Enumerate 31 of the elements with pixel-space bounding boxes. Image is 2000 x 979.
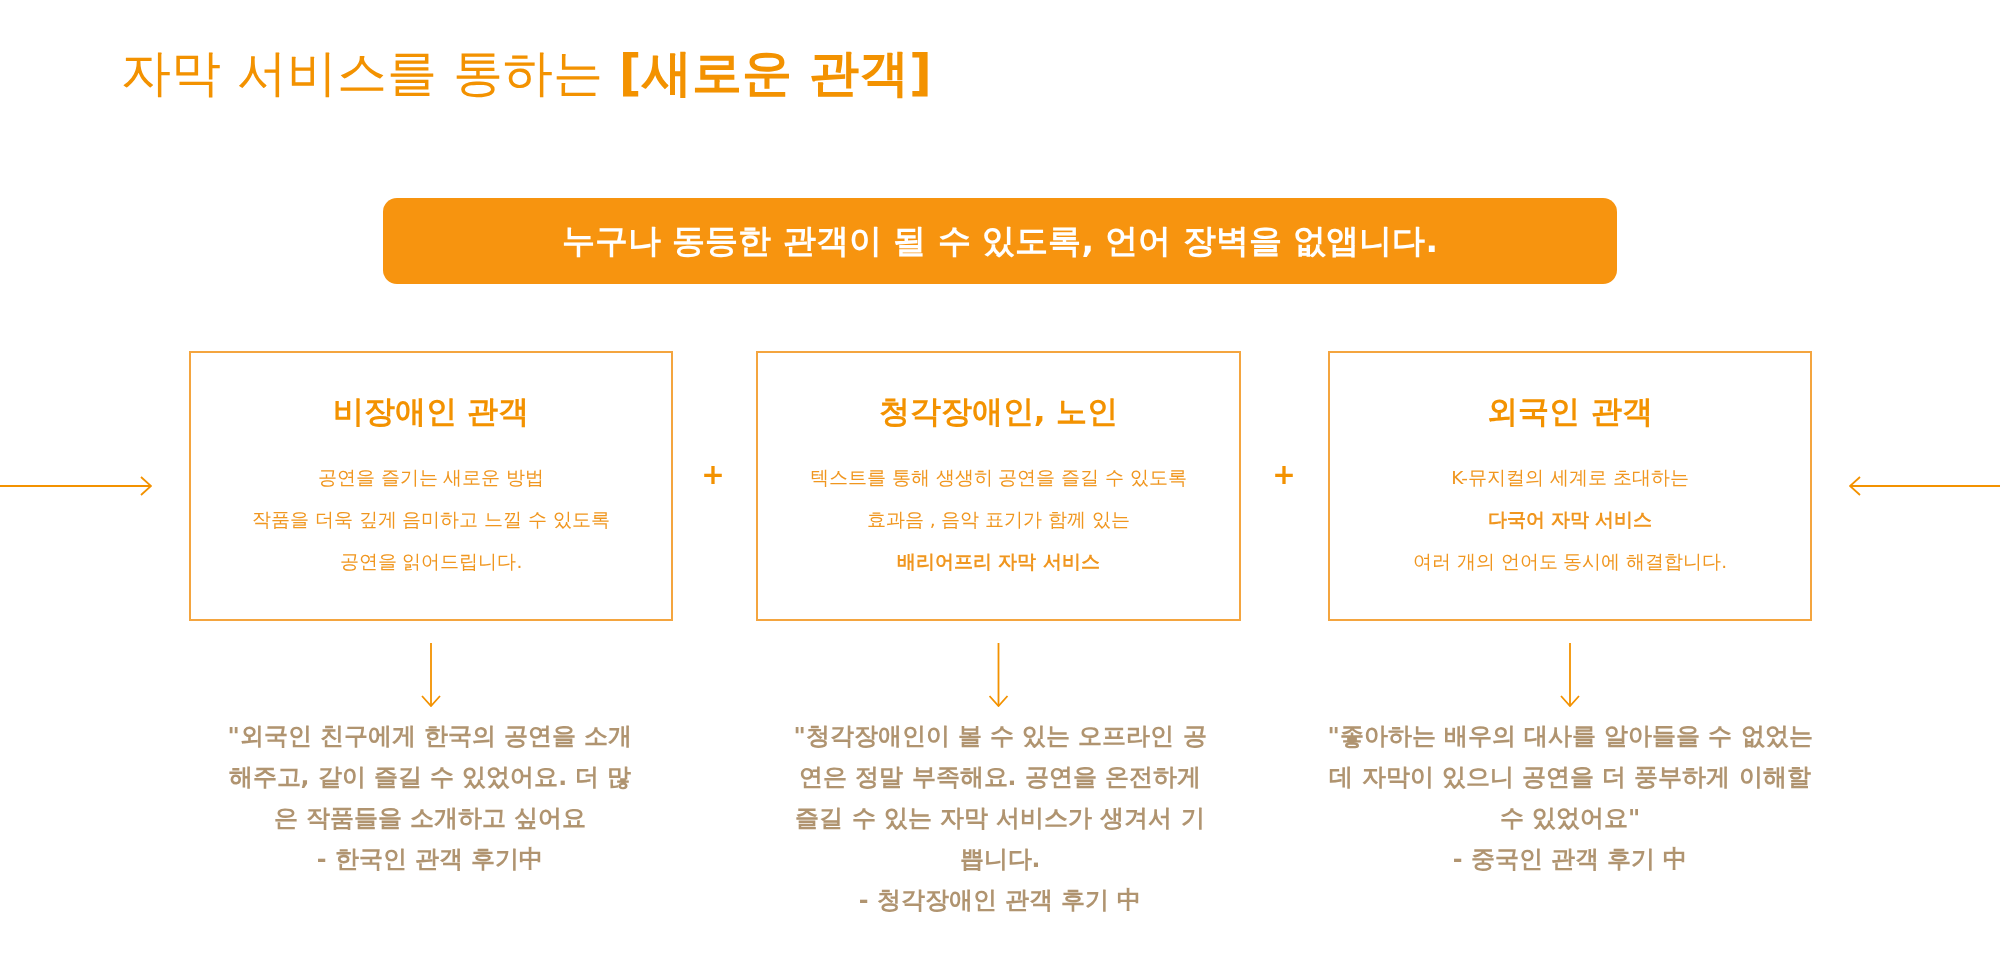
banner-text: 누구나 동등한 관객이 될 수 있도록, 언어 장벽을 없앱니다.	[562, 219, 1438, 262]
page-title: 자막 서비스를 통하는 [새로운 관객]	[121, 43, 932, 104]
quote-text: "좋아하는 배우의 대사를 알아들을 수 없었는데 자막이 있으니 공연을 더 풍부하게 이해할 수 있었어요"	[1326, 721, 1814, 834]
card-heading: 청각장애인, 노인	[878, 392, 1119, 431]
card-heading: 비장애인 관객	[332, 392, 530, 431]
audience-card	[189, 351, 673, 621]
audience-card	[756, 351, 1241, 621]
quote-source: - 중국인 관객 후기 中	[1452, 844, 1688, 875]
card-text: 배리어프리 자막 서비스	[897, 550, 1100, 574]
quote-text: "외국인 친구에게 한국의 공연을 소개해주고, 같이 즐길 수 있었어요. 더 많은 작품들을 소개하고 싶어요	[226, 721, 634, 834]
arrow	[1849, 476, 2000, 496]
arrow	[421, 642, 441, 707]
card-text: 여러 개의 언어도 동시에 해결합니다.	[1412, 550, 1728, 574]
audience-card	[1328, 351, 1812, 621]
plus-sign: +	[1272, 457, 1296, 491]
card-text: K-뮤지컬의 세계로 초대하는	[1451, 466, 1689, 490]
plus-sign: +	[701, 457, 725, 491]
quote-text: "청각장애인이 볼 수 있는 오프라인 공연은 정말 부족해요. 공연을 온전하게 즐길 수 있는 자막 서비스가 생겨서 기쁩니다.	[792, 721, 1208, 875]
card-text: 텍스트를 통해 생생히 공연을 즐길 수 있도록	[809, 466, 1188, 490]
card-heading: 외국인 관객	[1487, 392, 1653, 431]
card-text: 작품을 더욱 깊게 음미하고 느낄 수 있도록	[251, 508, 611, 532]
card-text: 공연을 읽어드립니다.	[339, 550, 523, 574]
arrow	[988, 642, 1009, 707]
card-text: 효과음 , 음악 표기가 함께 있는	[866, 508, 1131, 532]
card-text: 공연을 즐기는 새로운 방법	[317, 466, 545, 490]
quote-source: - 청각장애인 관객 후기 中	[858, 885, 1142, 916]
card-text: 다국어 자막 서비스	[1487, 508, 1653, 532]
arrow	[1560, 642, 1580, 707]
banner	[383, 198, 1617, 284]
arrow	[0, 476, 152, 496]
quote-source: - 한국인 관객 후기中	[316, 844, 544, 875]
